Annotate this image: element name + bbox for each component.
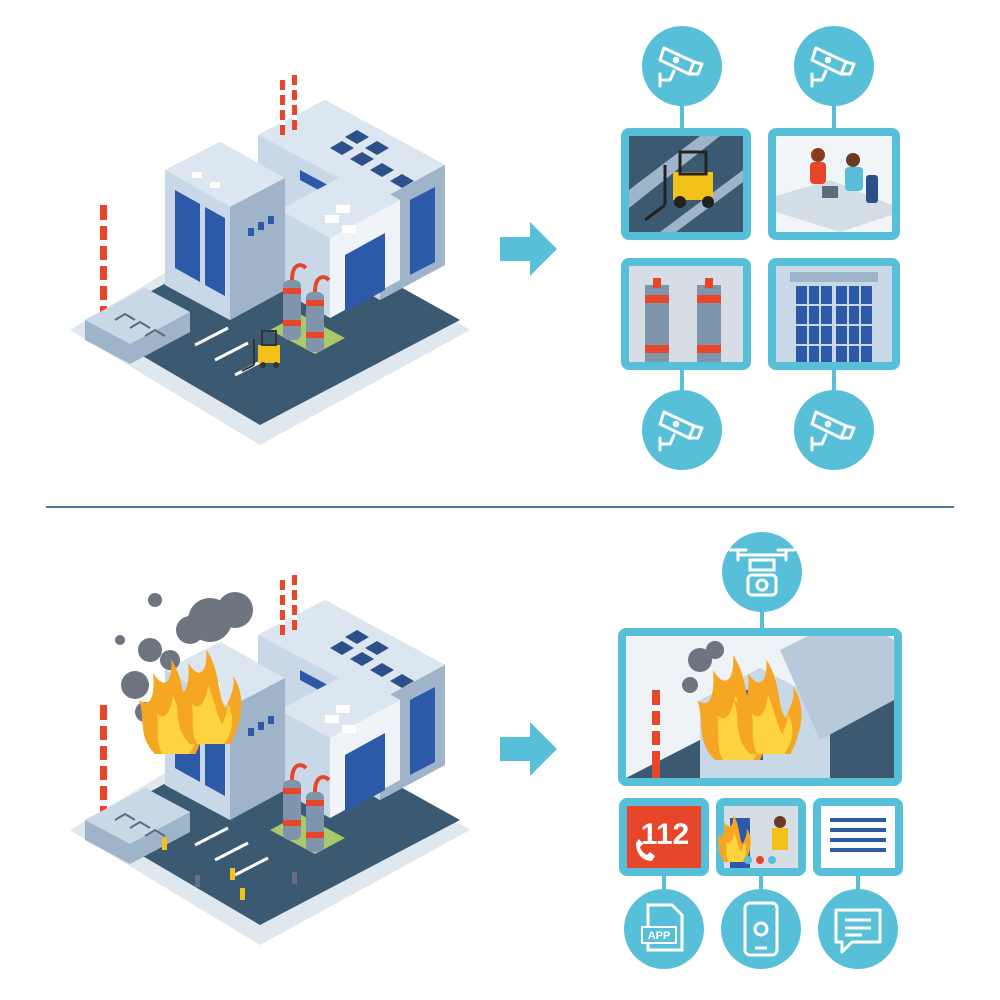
camera-feed-tanks[interactable] [621,258,751,370]
app-label: APP [648,930,671,942]
chat-message-icon [818,889,898,969]
report-document-panel[interactable] [813,798,903,876]
video-call-panel[interactable] [716,798,806,876]
arrow-right-icon-top [500,222,557,276]
security-camera-icon [792,24,876,128]
phone-icon [636,839,655,861]
smartphone-camera-icon [721,889,801,969]
emergency-call-panel[interactable]: 112 [619,798,709,876]
factory-fire-illustration [68,573,472,947]
camera-feed-forklift[interactable] [621,128,751,240]
drone-camera-icon [722,532,802,630]
camera-feed-office[interactable] [768,128,900,240]
emergency-number: 112 [641,818,689,851]
drone-feed-panel[interactable] [618,615,902,786]
security-camera-icon [640,24,724,128]
security-camera-icon [640,370,724,472]
security-camera-icon [792,370,876,472]
app-file-icon: APP [624,889,704,969]
factory-normal-illustration [68,73,472,447]
camera-feed-building[interactable] [768,258,900,370]
arrow-right-icon-bottom [500,722,557,776]
